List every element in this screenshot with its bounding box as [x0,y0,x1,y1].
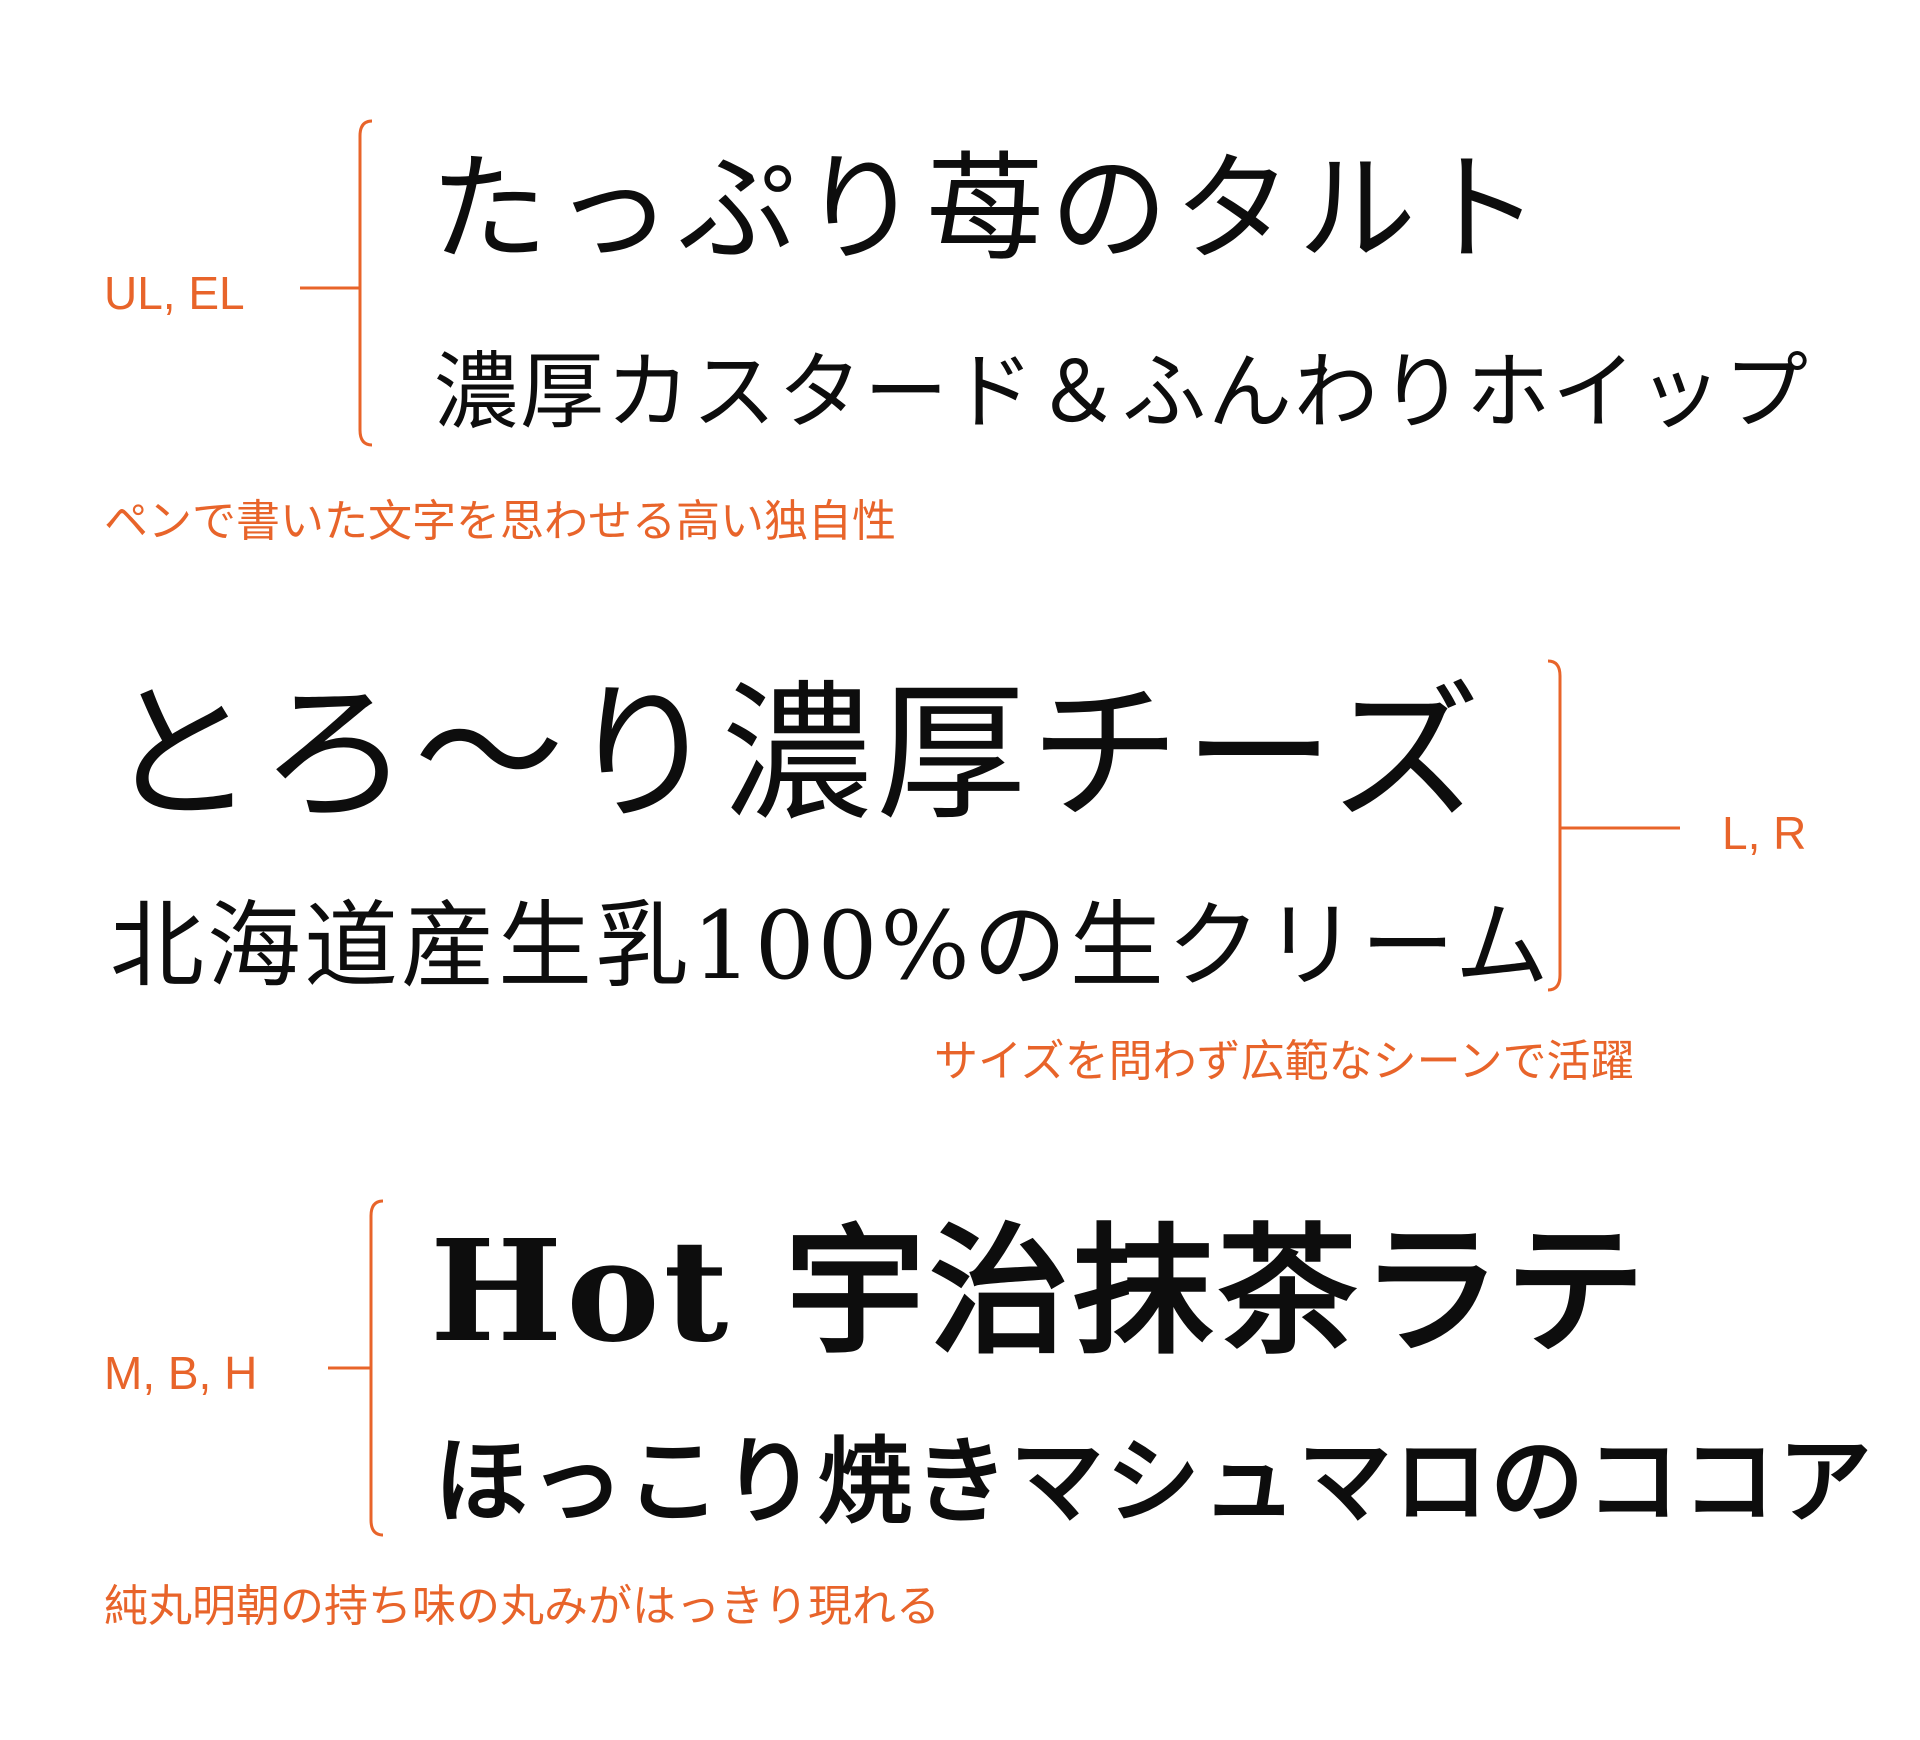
main-text-b: Hot 宇治抹茶ラテ [430,1210,1650,1374]
sub-text-ul: 濃厚カスタード＆ふんわりホイップ [434,343,1811,441]
weights-label-ul-el: UL, EL [104,267,245,319]
caption-ul: ペンで書いた文字を思わせる高い独自性 [104,496,896,547]
weights-label-m-b-h: M, B, H [104,1347,258,1399]
main-text-l: とろ〜り濃厚チーズ [106,668,1485,842]
sub-text-l: 北海道産生乳100%の生クリーム [110,892,1552,1001]
sub-text-b: ほっこり焼きマシュマロのココア [434,1427,1875,1537]
bracket-right-2 [1547,659,1680,992]
caption-l: サイズを問わず広範なシーンで活躍 [934,1036,1635,1087]
main-text-ul: たっぷり苺のタルト [430,140,1547,278]
bracket-left-3 [328,1199,384,1537]
weights-label-l-r: L, R [1722,807,1807,859]
caption-b: 純丸明朝の持ち味の丸みがはっきり現れる [104,1581,940,1632]
bracket-left-1 [300,119,373,447]
